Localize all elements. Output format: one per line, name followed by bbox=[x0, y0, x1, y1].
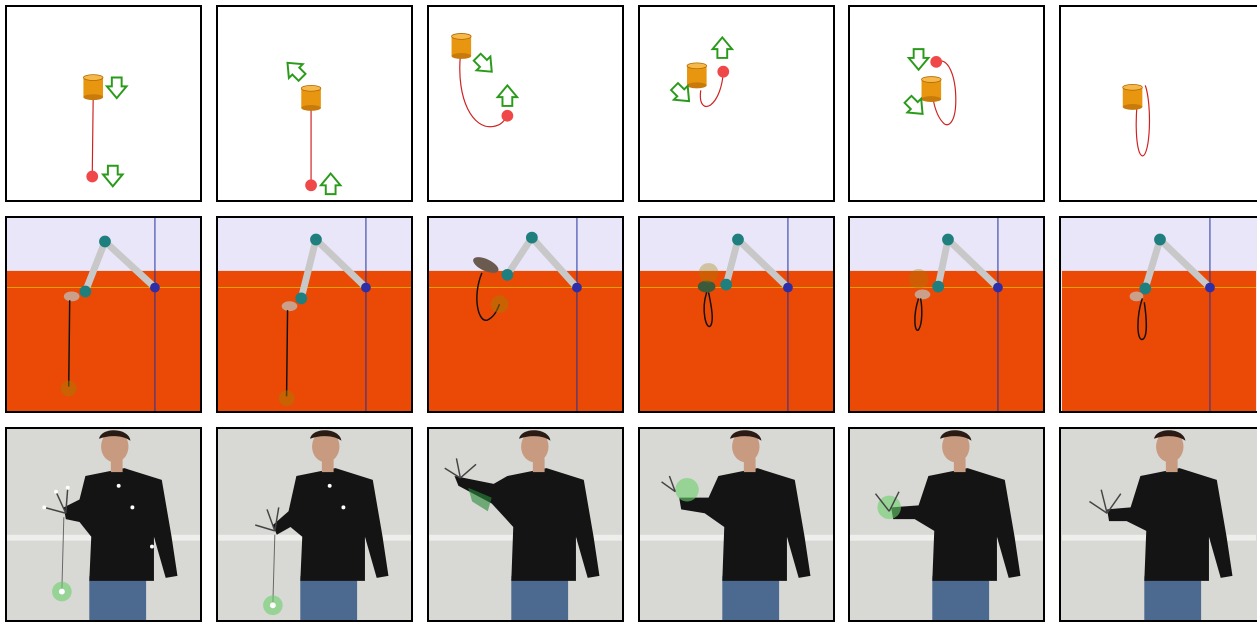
photo-frame-3 bbox=[427, 427, 624, 622]
robot-arm bbox=[697, 233, 793, 293]
floor-plane bbox=[640, 270, 833, 411]
sketch-6-drawing bbox=[1122, 84, 1151, 157]
arrow-up-icon bbox=[318, 172, 343, 196]
person bbox=[891, 430, 1021, 620]
marker-tool bbox=[42, 485, 70, 514]
ball bbox=[305, 179, 317, 192]
ball-glow bbox=[908, 268, 929, 289]
floor-plane bbox=[1062, 270, 1256, 411]
marker-tool bbox=[444, 458, 477, 479]
sketch-2-drawing bbox=[286, 61, 343, 196]
marker-tool bbox=[661, 475, 676, 493]
ball bbox=[86, 170, 99, 183]
holder-cylinder bbox=[300, 84, 322, 111]
arrow-up-left-icon bbox=[286, 61, 307, 83]
photo-6-scene bbox=[1062, 429, 1256, 620]
arrow-down-right-icon bbox=[472, 52, 493, 73]
sim-frame-6 bbox=[1059, 216, 1257, 413]
sketch-frame-2 bbox=[216, 5, 413, 202]
ball-glow bbox=[698, 263, 719, 283]
sketch-frame-3 bbox=[427, 5, 624, 202]
ball bbox=[717, 65, 730, 78]
robot-arm bbox=[1129, 233, 1215, 302]
robot-arm bbox=[914, 233, 1003, 300]
marker-tool bbox=[874, 491, 900, 512]
sim-3-render bbox=[429, 218, 622, 411]
sketch-3-drawing bbox=[451, 33, 520, 128]
arrow-down-icon bbox=[100, 164, 125, 188]
person bbox=[1107, 430, 1233, 620]
floor-plane bbox=[218, 270, 411, 411]
photo-frame-1 bbox=[5, 427, 202, 622]
sketch-frame-1 bbox=[5, 5, 202, 202]
sim-frame-2 bbox=[216, 216, 413, 413]
ball-glow bbox=[877, 495, 901, 520]
photo-5-scene bbox=[850, 429, 1043, 620]
sim-frame-1 bbox=[5, 216, 202, 413]
sketch-1-drawing bbox=[83, 74, 129, 188]
person bbox=[454, 430, 600, 620]
sketch-frame-4 bbox=[638, 5, 835, 202]
photo-1-scene bbox=[7, 429, 200, 620]
sim-frame-5 bbox=[848, 216, 1045, 413]
arrow-down-right-icon bbox=[903, 94, 924, 115]
arrow-up-icon bbox=[710, 35, 735, 59]
marker-tool bbox=[255, 507, 280, 532]
photo-frame-4 bbox=[638, 427, 835, 622]
sim-frame-4 bbox=[638, 216, 835, 413]
floor-plane bbox=[429, 270, 622, 411]
ball-glow bbox=[675, 477, 699, 502]
photo-4-scene bbox=[640, 429, 833, 620]
floor-plane bbox=[850, 270, 1043, 411]
ball-glow bbox=[278, 390, 295, 407]
photo-frame-2 bbox=[216, 427, 413, 622]
ball bbox=[930, 55, 943, 68]
sim-4-render bbox=[640, 218, 833, 411]
robot-arm bbox=[473, 231, 582, 293]
sim-1-render bbox=[7, 218, 200, 411]
sim-2-render bbox=[218, 218, 411, 411]
sim-6-render bbox=[1062, 218, 1256, 411]
ball-glow bbox=[490, 295, 509, 314]
arrow-down-icon bbox=[906, 48, 931, 72]
sim-frame-3 bbox=[427, 216, 624, 413]
photo-frame-6 bbox=[1059, 427, 1257, 622]
holder-cylinder bbox=[686, 62, 708, 89]
arrow-down-right-icon bbox=[669, 81, 691, 103]
sketch-4-drawing bbox=[669, 35, 735, 107]
arrow-down-icon bbox=[104, 76, 129, 100]
robot-arm bbox=[281, 233, 371, 312]
holder-cylinder bbox=[83, 74, 104, 101]
marker-tool bbox=[1089, 489, 1122, 514]
floor-plane bbox=[7, 270, 200, 411]
holder-cylinder bbox=[921, 76, 942, 103]
holder-cylinder bbox=[451, 33, 472, 59]
sketch-5-drawing bbox=[903, 48, 957, 126]
sketch-frame-5 bbox=[848, 5, 1045, 202]
arrow-up-icon bbox=[495, 83, 520, 107]
person bbox=[272, 430, 389, 620]
sim-5-render bbox=[850, 218, 1043, 411]
person bbox=[679, 430, 811, 620]
person bbox=[63, 430, 178, 620]
photo-3-scene bbox=[429, 429, 622, 620]
robot-arm bbox=[63, 235, 160, 302]
ball bbox=[501, 109, 514, 122]
holder-cylinder bbox=[1122, 84, 1143, 110]
ball-glow bbox=[60, 380, 77, 397]
sketch-frame-6 bbox=[1059, 5, 1257, 202]
photo-2-scene bbox=[218, 429, 411, 620]
photo-frame-5 bbox=[848, 427, 1045, 622]
